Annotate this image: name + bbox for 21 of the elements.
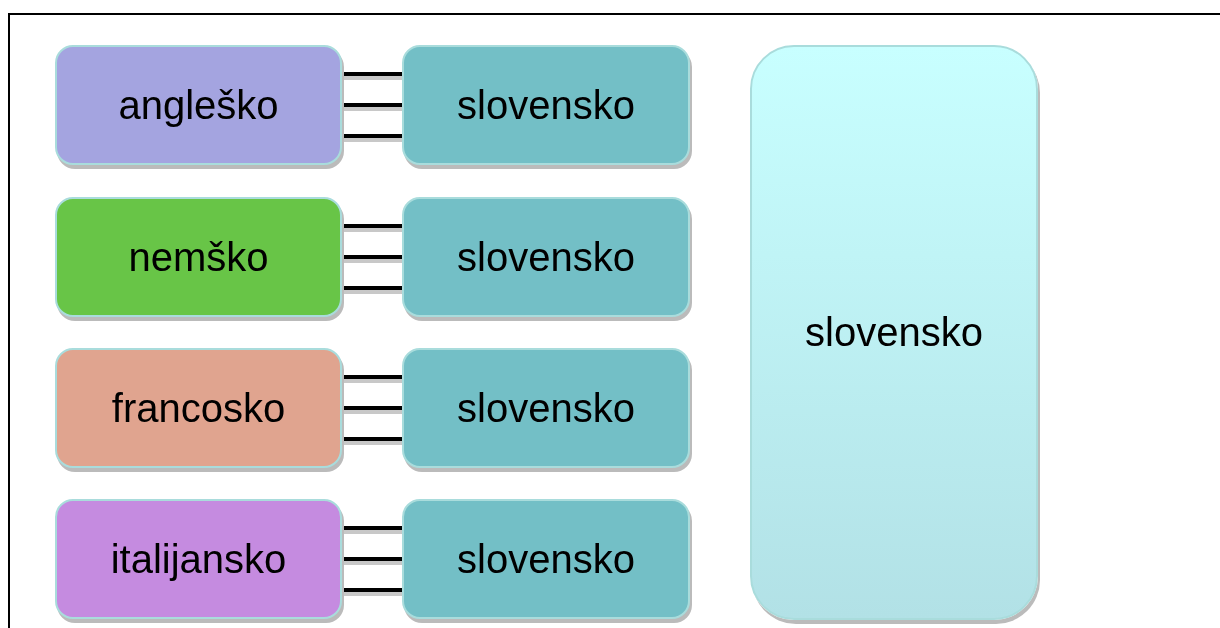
language-label: slovensko	[457, 234, 635, 280]
connector-line	[342, 224, 402, 228]
connector-line	[342, 255, 402, 259]
language-label: italijansko	[110, 536, 287, 582]
language-label: angleško	[118, 82, 279, 128]
connector-line	[342, 526, 402, 530]
language-label: slovensko	[805, 310, 983, 355]
connector-line	[342, 406, 402, 410]
language-label: nemško	[128, 234, 269, 280]
connector-line	[342, 588, 402, 592]
language-label: francosko	[111, 385, 286, 431]
connector-line	[342, 103, 402, 107]
language-label: slovensko	[457, 536, 635, 582]
connector-line	[342, 134, 402, 138]
language-label: slovensko	[457, 385, 635, 431]
connector-line	[342, 375, 402, 379]
language-label: slovensko	[457, 82, 635, 128]
connector-line	[342, 286, 402, 290]
connector-line	[342, 557, 402, 561]
connector-line	[342, 437, 402, 441]
connector-line	[342, 72, 402, 76]
